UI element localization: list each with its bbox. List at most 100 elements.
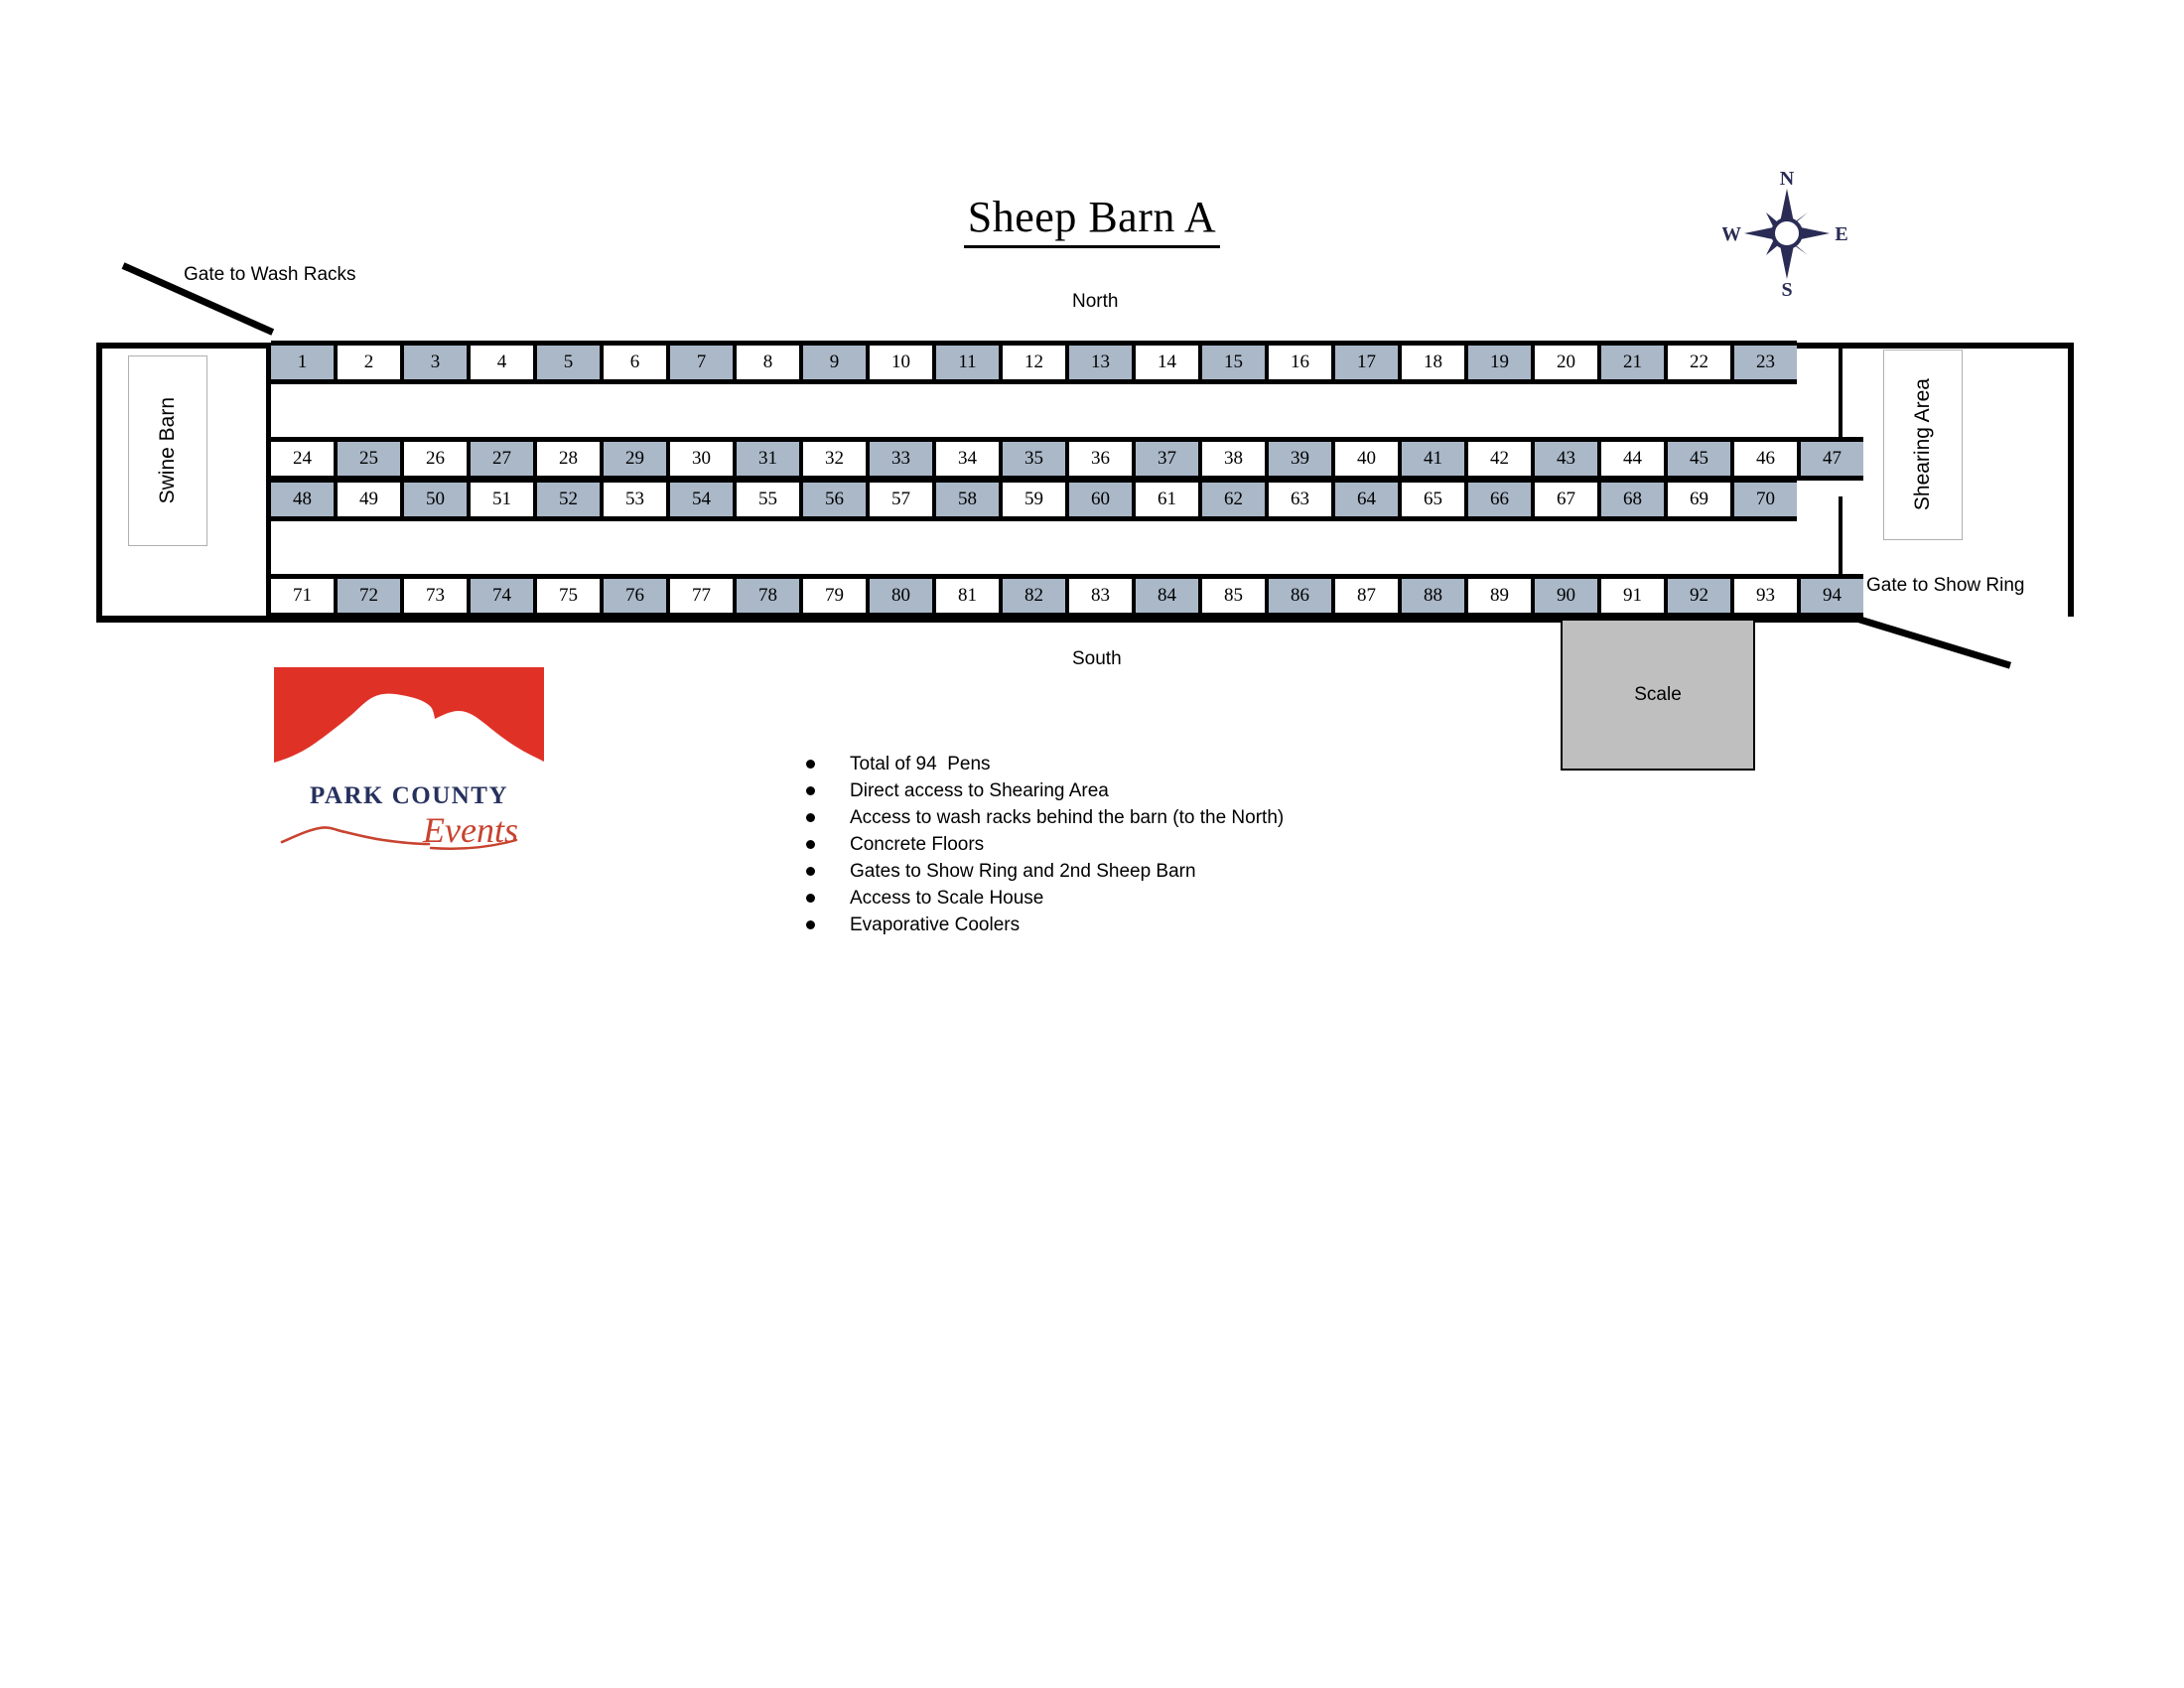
pen-85[interactable]: 85 [1202,579,1265,613]
pen-49[interactable]: 49 [338,483,400,516]
pen-8[interactable]: 8 [737,346,799,379]
pen-59[interactable]: 59 [1003,483,1065,516]
pen-38[interactable]: 38 [1202,442,1265,476]
pen-36[interactable]: 36 [1069,442,1132,476]
pen-2[interactable]: 2 [338,346,400,379]
pen-69[interactable]: 69 [1668,483,1730,516]
barn-wall-south [96,616,1863,623]
pen-66[interactable]: 66 [1468,483,1531,516]
pen-65[interactable]: 65 [1402,483,1464,516]
pen-62[interactable]: 62 [1202,483,1265,516]
pen-41[interactable]: 41 [1402,442,1464,476]
pen-14[interactable]: 14 [1136,346,1198,379]
pen-47[interactable]: 47 [1801,442,1863,476]
pen-93[interactable]: 93 [1734,579,1797,613]
pen-73[interactable]: 73 [404,579,467,613]
pen-31[interactable]: 31 [737,442,799,476]
feature-item: Access to wash racks behind the barn (to… [806,804,1284,831]
pen-92[interactable]: 92 [1668,579,1730,613]
pen-84[interactable]: 84 [1136,579,1198,613]
pen-27[interactable]: 27 [471,442,533,476]
pen-51[interactable]: 51 [471,483,533,516]
pen-64[interactable]: 64 [1335,483,1398,516]
pen-13[interactable]: 13 [1069,346,1132,379]
pen-56[interactable]: 56 [803,483,866,516]
pen-21[interactable]: 21 [1601,346,1664,379]
pen-4[interactable]: 4 [471,346,533,379]
pen-29[interactable]: 29 [604,442,666,476]
pen-58[interactable]: 58 [936,483,999,516]
pen-46[interactable]: 46 [1734,442,1797,476]
pen-33[interactable]: 33 [870,442,932,476]
pen-63[interactable]: 63 [1269,483,1331,516]
pen-17[interactable]: 17 [1335,346,1398,379]
pen-61[interactable]: 61 [1136,483,1198,516]
pen-48[interactable]: 48 [271,483,334,516]
pen-82[interactable]: 82 [1003,579,1065,613]
pen-3[interactable]: 3 [404,346,467,379]
pen-67[interactable]: 67 [1535,483,1597,516]
pen-75[interactable]: 75 [537,579,600,613]
logo-wordmark: PARK COUNTY Events [274,782,544,852]
pen-71[interactable]: 71 [271,579,334,613]
pen-6[interactable]: 6 [604,346,666,379]
bullet-icon [806,920,815,929]
pen-54[interactable]: 54 [670,483,733,516]
pen-12[interactable]: 12 [1003,346,1065,379]
pen-15[interactable]: 15 [1202,346,1265,379]
pen-52[interactable]: 52 [537,483,600,516]
bullet-icon [806,813,815,822]
pen-55[interactable]: 55 [737,483,799,516]
pen-91[interactable]: 91 [1601,579,1664,613]
pen-9[interactable]: 9 [803,346,866,379]
pen-7[interactable]: 7 [670,346,733,379]
pen-30[interactable]: 30 [670,442,733,476]
pen-10[interactable]: 10 [870,346,932,379]
pen-44[interactable]: 44 [1601,442,1664,476]
pen-74[interactable]: 74 [471,579,533,613]
pen-35[interactable]: 35 [1003,442,1065,476]
pen-43[interactable]: 43 [1535,442,1597,476]
pen-5[interactable]: 5 [537,346,600,379]
pen-89[interactable]: 89 [1468,579,1531,613]
pen-42[interactable]: 42 [1468,442,1531,476]
pen-34[interactable]: 34 [936,442,999,476]
pen-80[interactable]: 80 [870,579,932,613]
pen-32[interactable]: 32 [803,442,866,476]
pen-78[interactable]: 78 [737,579,799,613]
pen-77[interactable]: 77 [670,579,733,613]
pen-53[interactable]: 53 [604,483,666,516]
pen-23[interactable]: 23 [1734,346,1797,379]
pen-24[interactable]: 24 [271,442,334,476]
pen-1[interactable]: 1 [271,346,334,379]
feature-item: Concrete Floors [806,831,1284,858]
pen-28[interactable]: 28 [537,442,600,476]
pen-37[interactable]: 37 [1136,442,1198,476]
pen-16[interactable]: 16 [1269,346,1331,379]
pen-87[interactable]: 87 [1335,579,1398,613]
pen-22[interactable]: 22 [1668,346,1730,379]
pen-83[interactable]: 83 [1069,579,1132,613]
pen-11[interactable]: 11 [936,346,999,379]
pen-81[interactable]: 81 [936,579,999,613]
pen-88[interactable]: 88 [1402,579,1464,613]
pen-68[interactable]: 68 [1601,483,1664,516]
pen-76[interactable]: 76 [604,579,666,613]
pen-94[interactable]: 94 [1801,579,1863,613]
pen-72[interactable]: 72 [338,579,400,613]
pen-60[interactable]: 60 [1069,483,1132,516]
pen-86[interactable]: 86 [1269,579,1331,613]
pen-18[interactable]: 18 [1402,346,1464,379]
pen-39[interactable]: 39 [1269,442,1331,476]
pen-50[interactable]: 50 [404,483,467,516]
pen-45[interactable]: 45 [1668,442,1730,476]
pen-20[interactable]: 20 [1535,346,1597,379]
pen-70[interactable]: 70 [1734,483,1797,516]
pen-26[interactable]: 26 [404,442,467,476]
pen-79[interactable]: 79 [803,579,866,613]
pen-57[interactable]: 57 [870,483,932,516]
pen-25[interactable]: 25 [338,442,400,476]
pen-40[interactable]: 40 [1335,442,1398,476]
pen-90[interactable]: 90 [1535,579,1597,613]
pen-19[interactable]: 19 [1468,346,1531,379]
